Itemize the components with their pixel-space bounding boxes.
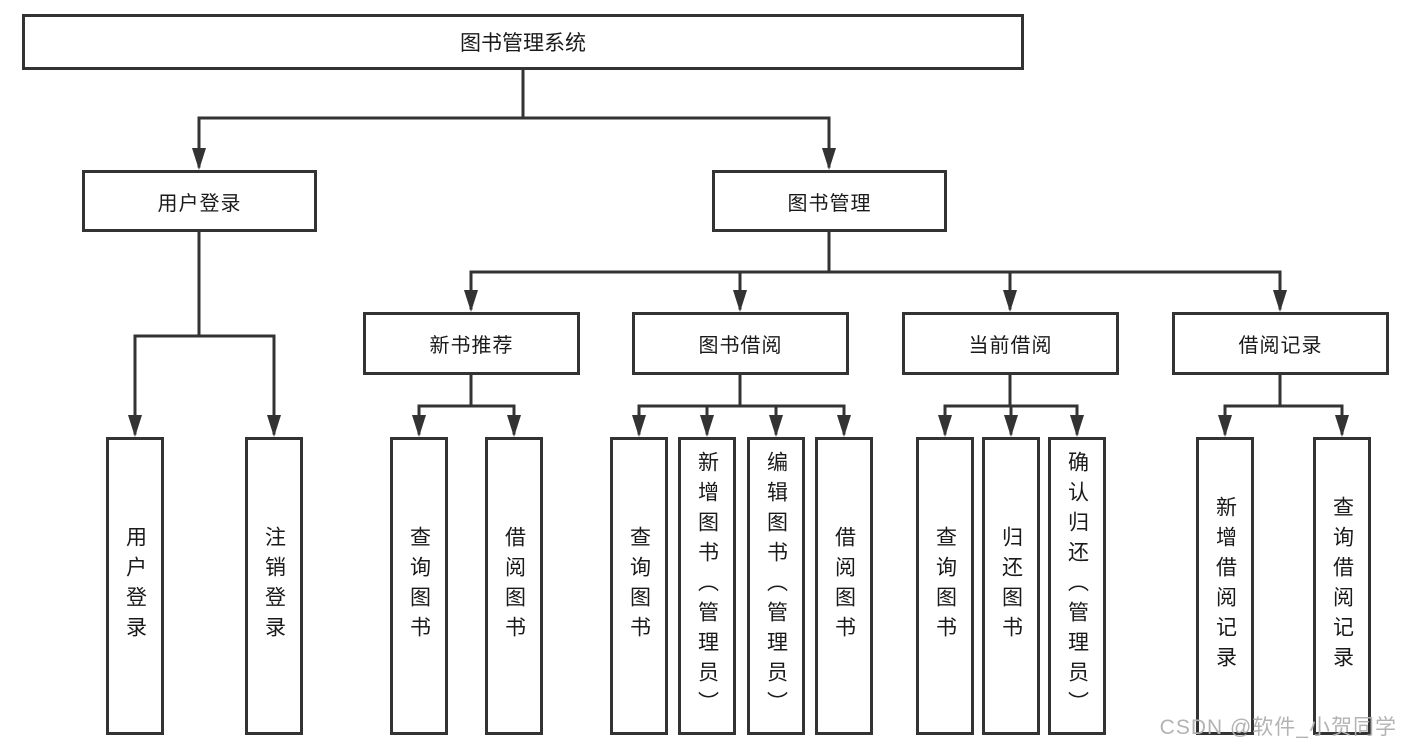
node-label: 查询图书 <box>407 526 431 646</box>
node-new-book-recommend: 新书推荐 <box>363 312 580 375</box>
leaf-return-books: 归还图书 <box>982 437 1040 735</box>
leaf-add-books-admin: 新增图书（管理员） <box>678 437 736 735</box>
leaf-borrow-books-recommend: 借阅图书 <box>485 437 543 735</box>
leaf-confirm-return-admin: 确认归还（管理员） <box>1048 437 1106 735</box>
node-label: 图书管理系统 <box>460 32 586 55</box>
leaf-user-login: 用户登录 <box>106 437 164 735</box>
leaf-query-books-current: 查询图书 <box>916 437 974 735</box>
node-label: 归还图书 <box>999 526 1023 646</box>
node-book-management: 图书管理 <box>712 170 947 232</box>
node-label: 借阅图书 <box>502 526 526 646</box>
leaf-add-borrow-record: 新增借阅记录 <box>1196 437 1254 735</box>
node-label: 新书推荐 <box>429 335 514 357</box>
node-label: 编辑图书（管理员） <box>764 451 788 721</box>
leaf-query-books-borrow: 查询图书 <box>610 437 668 735</box>
node-user-login: 用户登录 <box>82 170 317 232</box>
node-label: 借阅图书 <box>832 526 856 646</box>
node-book-borrow: 图书借阅 <box>632 312 849 375</box>
leaf-logout: 注销登录 <box>245 437 303 735</box>
leaf-edit-books-admin: 编辑图书（管理员） <box>747 437 805 735</box>
node-label: 查询借阅记录 <box>1330 496 1354 676</box>
node-label: 新增借阅记录 <box>1213 496 1237 676</box>
node-label: 确认归还（管理员） <box>1065 451 1089 721</box>
node-label: 图书借阅 <box>698 335 783 357</box>
leaf-query-borrow-record: 查询借阅记录 <box>1313 437 1371 735</box>
node-label: 查询图书 <box>933 526 957 646</box>
node-label: 图书管理 <box>787 192 872 215</box>
node-current-borrow: 当前借阅 <box>902 312 1119 375</box>
node-label: 新增图书（管理员） <box>695 451 719 721</box>
node-label: 注销登录 <box>262 526 286 646</box>
node-label: 查询图书 <box>627 526 651 646</box>
node-label: 用户登录 <box>157 192 242 215</box>
leaf-query-books-recommend: 查询图书 <box>390 437 448 735</box>
node-root: 图书管理系统 <box>22 14 1024 70</box>
node-borrow-records: 借阅记录 <box>1172 312 1389 375</box>
node-label: 借阅记录 <box>1238 335 1323 357</box>
node-label: 用户登录 <box>123 526 147 646</box>
node-label: 当前借阅 <box>968 335 1053 357</box>
leaf-borrow-books: 借阅图书 <box>815 437 873 735</box>
